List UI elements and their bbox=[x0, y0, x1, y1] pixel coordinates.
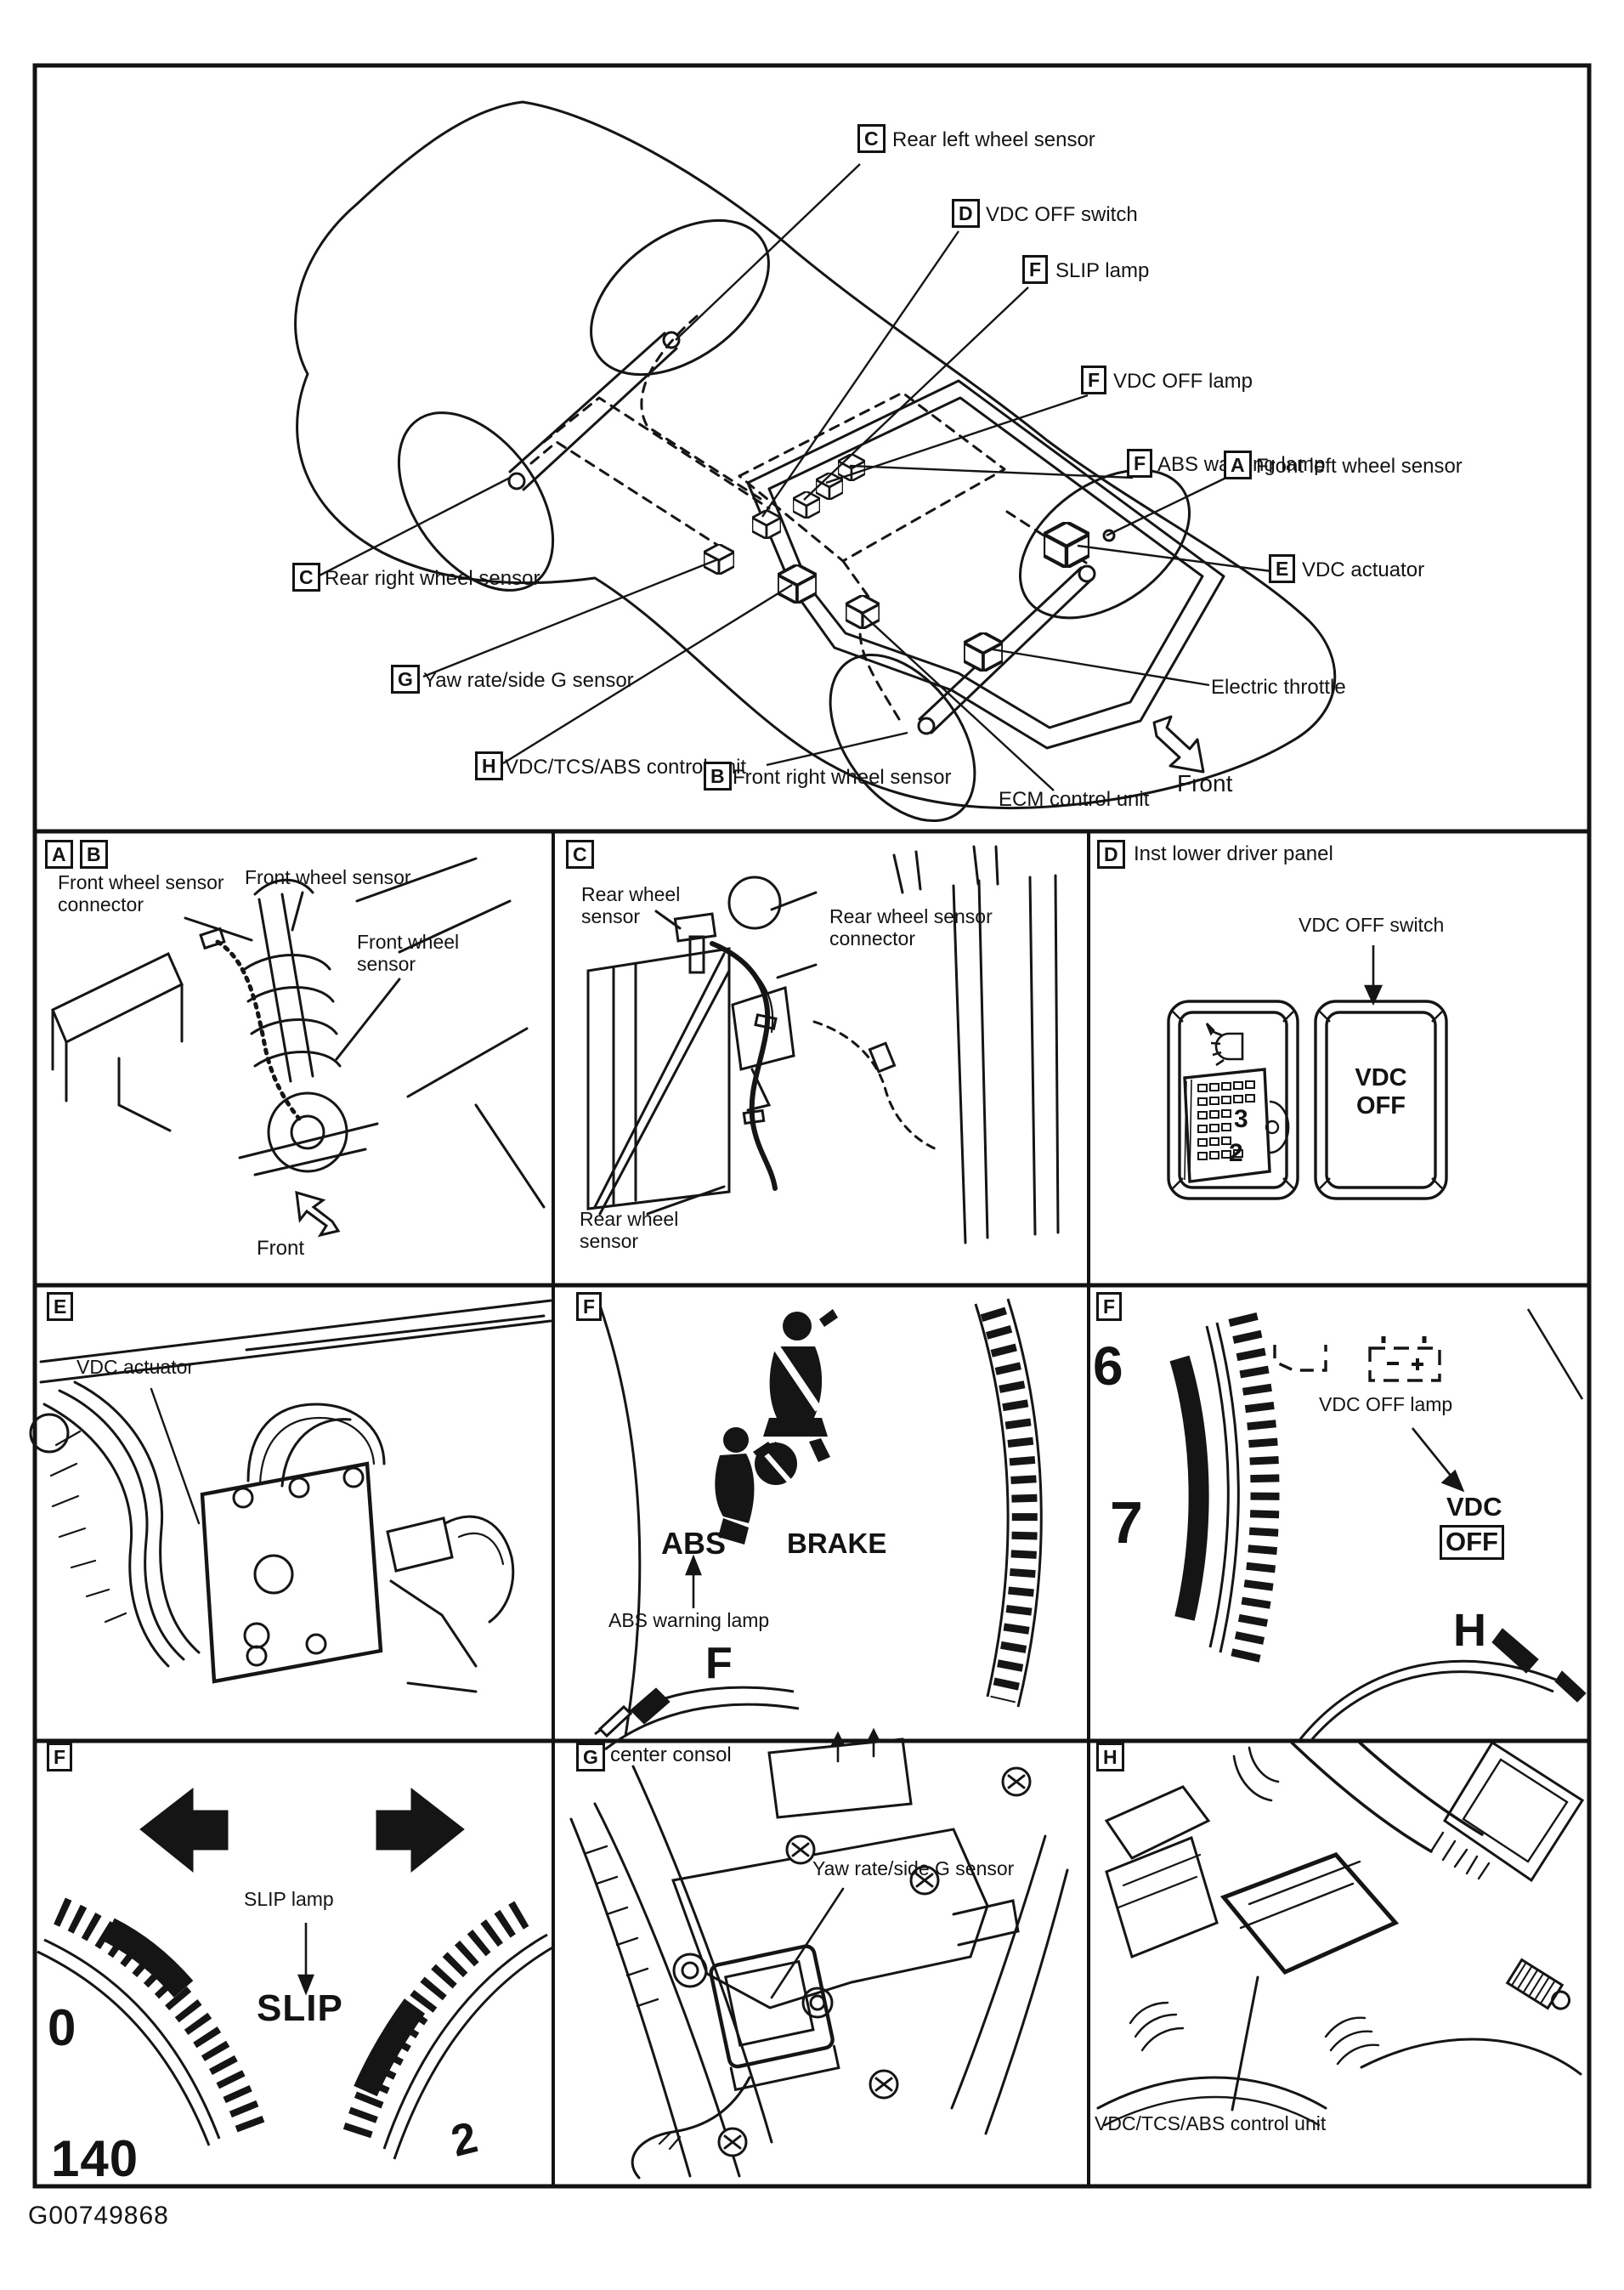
switch-button-grid bbox=[1197, 1080, 1255, 1160]
panel-d-switch-label: VDC OFF switch bbox=[1299, 914, 1445, 936]
callout-label-front-right-wheel-sensor: Front right wheel sensor bbox=[733, 766, 952, 789]
callout-label-rear-right-wheel-sensor: Rear right wheel sensor bbox=[325, 567, 540, 590]
panel-d-level-digit-2: 2 bbox=[1229, 1139, 1243, 1167]
callout-label-slip-lamp: SLIP lamp bbox=[1055, 259, 1150, 282]
turn-signal-right-icon bbox=[376, 1787, 465, 1873]
abs-indicator: ABS bbox=[661, 1526, 727, 1561]
charge-warning-icon bbox=[1273, 1336, 1441, 1382]
callout-label-vdc-actuator: VDC actuator bbox=[1302, 558, 1425, 581]
panel-d-title: Inst lower driver panel bbox=[1134, 842, 1333, 865]
panel-g-label: Yaw rate/side G sensor bbox=[812, 1857, 1015, 1879]
panel-ab-connector-label: Front wheel sensor connector bbox=[58, 871, 224, 915]
callout-key-rear-left-wheel-sensor: C bbox=[857, 124, 886, 153]
vdc-off-indicator-line2: OFF bbox=[1440, 1525, 1504, 1560]
panel-ab-illustration bbox=[51, 857, 546, 1238]
panel-h-key: H bbox=[1096, 1743, 1124, 1771]
panel-ab-key-a: A bbox=[45, 840, 73, 869]
figure-code: G00749868 bbox=[28, 2202, 169, 2230]
temp-gauge-h-letter: H bbox=[1453, 1605, 1487, 1656]
slip-indicator: SLIP bbox=[257, 1987, 343, 2029]
panel-f-abs-label: ABS warning lamp bbox=[608, 1609, 770, 1631]
panel-ab-sensor-label-right: Front wheel sensor bbox=[357, 931, 460, 975]
panel-f-slip-label: SLIP lamp bbox=[244, 1888, 334, 1910]
airbag-warning-icon bbox=[715, 1427, 797, 1545]
callout-key-front-right-wheel-sensor: B bbox=[704, 762, 732, 791]
panel-f-vdc-key: F bbox=[1096, 1292, 1123, 1321]
panel-f-vdc-arrow bbox=[1411, 1427, 1465, 1493]
callout-key-slip-lamp: F bbox=[1022, 255, 1049, 284]
headlight-leveling-icon bbox=[1205, 1023, 1244, 1067]
panel-f-slip-arrow bbox=[297, 1923, 314, 1996]
panel-e-illustration bbox=[29, 1299, 552, 1693]
callout-key-vdc-actuator: E bbox=[1269, 554, 1296, 583]
figure-grid bbox=[32, 63, 1592, 2189]
turn-signal-left-icon bbox=[139, 1787, 229, 1873]
panel-d-key: D bbox=[1097, 840, 1125, 869]
panel-ab-front-label: Front bbox=[257, 1237, 305, 1260]
panel-g-illustration bbox=[569, 1727, 1069, 2179]
panel-c-sensor-label-bottom: Rear wheel sensor bbox=[580, 1208, 679, 1252]
overview-leader-lines bbox=[317, 163, 1272, 791]
panel-f-slip-illustration bbox=[37, 1787, 555, 2160]
callout-key-vdc-off-lamp: F bbox=[1081, 366, 1107, 394]
panel-d-arrow bbox=[1363, 945, 1384, 1006]
callout-key-yaw-rate-side-g-sensor: G bbox=[391, 665, 420, 694]
callout-key-rear-right-wheel-sensor: C bbox=[292, 563, 320, 592]
panel-f-abs-arrow bbox=[685, 1554, 702, 1608]
fuel-gauge-f-letter: F bbox=[705, 1639, 733, 1688]
speedo-digit-140: 140 bbox=[51, 2130, 139, 2187]
callout-label-rear-left-wheel-sensor: Rear left wheel sensor bbox=[892, 128, 1095, 151]
front-direction-arrow-icon bbox=[1152, 715, 1205, 774]
panel-c-connector-label: Rear wheel sensor connector bbox=[829, 905, 993, 949]
panel-h-illustration bbox=[1096, 1740, 1585, 2127]
panel-e-actuator-label: VDC actuator bbox=[76, 1356, 195, 1378]
callout-key-front-left-wheel-sensor: A bbox=[1224, 451, 1252, 479]
panel-h-bolt bbox=[1505, 1958, 1571, 2010]
panel-c-illustration bbox=[586, 845, 1060, 1244]
callout-label-vdc-off-switch: VDC OFF switch bbox=[986, 203, 1138, 226]
overview-car-illustration bbox=[294, 100, 1337, 823]
brake-indicator: BRAKE bbox=[787, 1528, 887, 1559]
callout-label-yaw-rate-side-g-sensor: Yaw rate/side G sensor bbox=[423, 669, 634, 692]
callout-label-vdc-off-lamp: VDC OFF lamp bbox=[1113, 370, 1253, 393]
panel-f-abs-illustration bbox=[594, 1298, 1043, 1751]
callout-key-vdc-tcs-abs-control-unit: H bbox=[475, 751, 503, 780]
panel-f-abs-key: F bbox=[576, 1292, 603, 1321]
tach-digit-7: 7 bbox=[1110, 1489, 1144, 1556]
panel-ab-front-arrow-icon bbox=[295, 1190, 341, 1238]
panel-f-slip-key: F bbox=[47, 1743, 73, 1771]
panel-d-illustration bbox=[1167, 945, 1448, 1200]
overview-front-label: Front bbox=[1177, 770, 1233, 796]
panel-ab-key-b: B bbox=[80, 840, 108, 869]
callout-label-ecm-control-unit: ECM control unit bbox=[999, 788, 1150, 811]
panel-d-level-digit-3: 3 bbox=[1234, 1105, 1248, 1133]
panel-c-sensor-label-top: Rear wheel sensor bbox=[581, 883, 681, 927]
speedo-digit-0: 0 bbox=[48, 1999, 77, 2056]
callout-label-front-left-wheel-sensor: Front left wheel sensor bbox=[1256, 455, 1463, 478]
tach-digit-6: 6 bbox=[1093, 1335, 1124, 1397]
callout-key-vdc-off-switch: D bbox=[952, 199, 980, 228]
panel-f-vdc-label: VDC OFF lamp bbox=[1319, 1393, 1453, 1415]
panel-ab-sensor-label-top: Front wheel sensor bbox=[245, 866, 411, 888]
panel-g-title: center consol bbox=[610, 1743, 732, 1766]
callout-key-abs-warning-lamp: F bbox=[1127, 449, 1153, 478]
panel-f-vdc-illustration bbox=[1169, 1308, 1587, 1740]
panel-c-key: C bbox=[566, 840, 594, 869]
vdc-off-indicator-line1: VDC bbox=[1446, 1492, 1502, 1522]
panel-h-label: VDC/TCS/ABS control unit bbox=[1095, 2112, 1327, 2134]
seatbelt-warning-icon bbox=[763, 1309, 838, 1468]
panel-g-key: G bbox=[576, 1743, 605, 1771]
callout-label-electric-throttle: Electric throttle bbox=[1211, 676, 1346, 699]
panel-e-key: E bbox=[47, 1292, 74, 1321]
